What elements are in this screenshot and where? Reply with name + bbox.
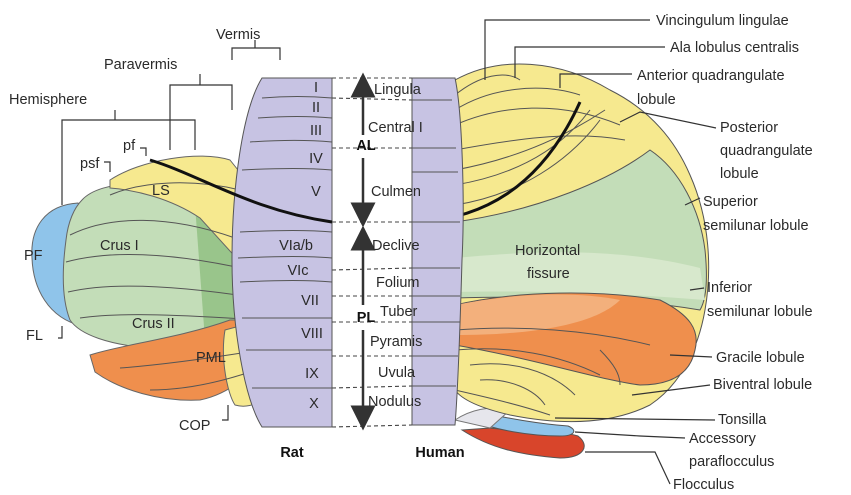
label-tonsilla: Tonsilla [718, 412, 767, 428]
label-crus2: Crus II [132, 316, 175, 332]
label-gracile: Gracile lobule [716, 350, 805, 366]
label-accessory: Accessory [689, 431, 757, 447]
rat-lobule-4: IV [309, 151, 323, 167]
label-fissure: fissure [527, 266, 570, 282]
lobule-central: Central I [368, 120, 423, 136]
rat-lobule-10: X [309, 396, 319, 412]
label-horizontal: Horizontal [515, 243, 580, 259]
rat-lobule-8: VIII [301, 326, 323, 342]
human-cerebellum [412, 64, 709, 458]
caption-rat: Rat [280, 445, 304, 461]
label-anterior: Anterior quadrangulate [637, 68, 785, 84]
label-cop: COP [179, 418, 210, 434]
label-ls: LS [152, 183, 170, 199]
lobule-pyramis: Pyramis [370, 334, 422, 350]
label-anterior-lobule: lobule [637, 92, 676, 108]
label-paravermis: Paravermis [104, 57, 177, 73]
label-pf-big: PF [24, 248, 43, 264]
label-posterior: Posterior [720, 120, 778, 136]
label-inferior-semilunar: semilunar lobule [707, 304, 813, 320]
label-pf: pf [123, 138, 136, 154]
label-vincingulum: Vincingulum lingulae [656, 13, 789, 29]
label-superior: Superior [703, 194, 758, 210]
rat-lobule-6c: VIc [288, 263, 309, 279]
lobule-nodulus: Nodulus [368, 394, 421, 410]
label-pml: PML [196, 350, 226, 366]
lobule-folium: Folium [376, 275, 420, 291]
rat-lobule-1: I [314, 80, 318, 96]
rat-lobule-6ab: VIa/b [279, 238, 313, 254]
label-inferior: Inferior [707, 280, 752, 296]
rat-lobule-7: VII [301, 293, 319, 309]
label-pl: PL [357, 310, 376, 326]
label-posterior-lobule: lobule [720, 166, 759, 182]
label-quadrangulate: quadrangulate [720, 143, 813, 159]
label-vermis: Vermis [216, 27, 260, 43]
lobule-declive: Declive [372, 238, 420, 254]
label-crus1: Crus I [100, 238, 139, 254]
rat-lobule-9: IX [305, 366, 319, 382]
label-psf: psf [80, 156, 100, 172]
caption-human: Human [415, 445, 464, 461]
lobule-lingula: Lingula [374, 82, 422, 98]
lobule-culmen: Culmen [371, 184, 421, 200]
lobule-uvula: Uvula [378, 365, 416, 381]
label-flocculus: Flocculus [673, 477, 734, 493]
label-al: AL [356, 138, 375, 154]
rat-lobule-5: V [311, 184, 321, 200]
label-superior-semilunar: semilunar lobule [703, 218, 809, 234]
label-ala: Ala lobulus centralis [670, 40, 799, 56]
lobule-tuber: Tuber [380, 304, 418, 320]
label-fl: FL [26, 328, 43, 344]
label-biventral: Biventral lobule [713, 377, 812, 393]
label-paraflocculus: paraflocculus [689, 454, 774, 470]
rat-lobule-3: III [310, 123, 322, 139]
label-hemisphere: Hemisphere [9, 92, 87, 108]
rat-lobule-2: II [312, 100, 320, 116]
